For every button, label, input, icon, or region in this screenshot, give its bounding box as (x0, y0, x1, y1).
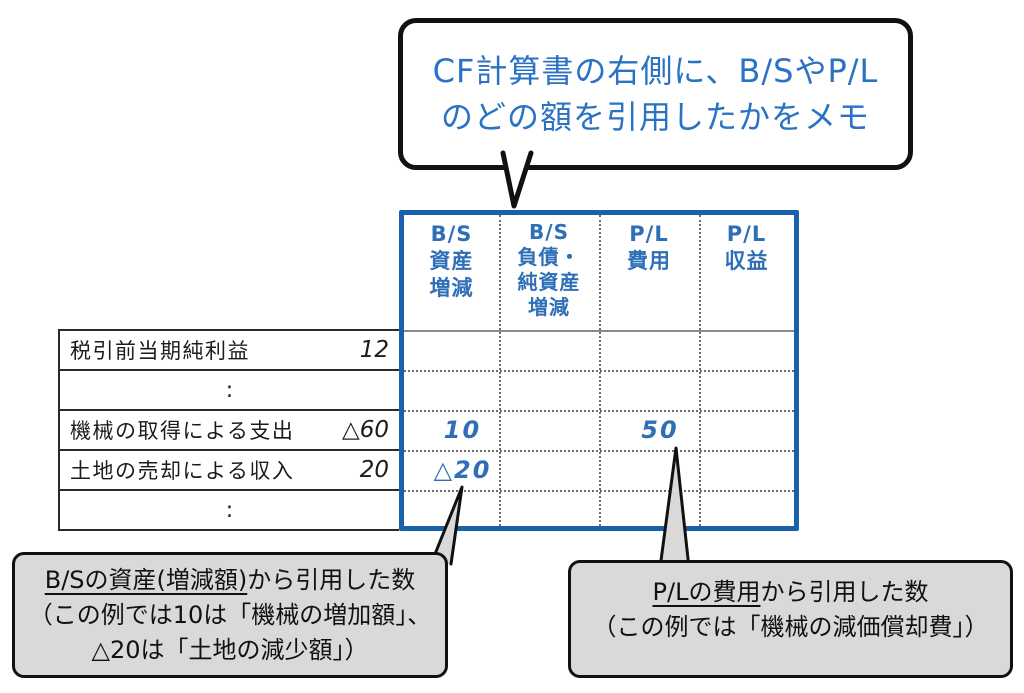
memo-header-divider (404, 330, 794, 332)
memo-cell (699, 410, 794, 450)
memo-header-line: B/S (430, 222, 473, 246)
callout-pl-line-1: P/Lの費用から引用した数 (571, 575, 1010, 610)
memo-header-line: 負債・ (517, 245, 581, 269)
memo-header-line: 増減 (429, 276, 474, 300)
memo-cell (599, 490, 699, 526)
memo-cell (599, 370, 699, 410)
cf-row-value: 12 (359, 337, 389, 363)
memo-table: B/S 資産 増減 B/S 負債・ 純資産 増減 P/L 費用 P/L 収益 (399, 210, 799, 531)
memo-cell (699, 370, 794, 410)
memo-cell (499, 330, 599, 370)
memo-cell (699, 490, 794, 526)
memo-header-bs-liabilities: B/S 負債・ 純資産 増減 (499, 220, 599, 320)
memo-cell-land-decrease: △20 (433, 456, 492, 484)
memo-header-line: 費用 (627, 249, 671, 273)
callout-bs-underlined: B/Sの資産(増減額) (44, 566, 248, 594)
memo-header-line: B/S (529, 220, 569, 244)
memo-cell (699, 450, 794, 490)
callout-bs-rest: から引用した数 (247, 566, 416, 594)
cf-row-ellipsis: : (60, 491, 399, 529)
memo-header-line: 資産 (429, 249, 474, 273)
cf-row-label: : (225, 377, 234, 403)
memo-cell (404, 370, 499, 410)
memo-header-line: P/L (726, 222, 767, 246)
memo-row-divider (404, 450, 794, 452)
memo-cell (699, 330, 794, 370)
memo-cell (499, 410, 599, 450)
memo-row-divider (404, 370, 794, 372)
cf-row-machine-purchase: 機械の取得による支出 △60 (60, 411, 399, 451)
cf-row-label: 機械の取得による支出 (70, 419, 295, 443)
memo-cell (599, 450, 699, 490)
callout-bs-line-3: △20は「土地の減少額」） (91, 636, 369, 664)
memo-cell (404, 490, 499, 526)
memo-row-divider (404, 410, 794, 412)
speech-bubble: CF計算書の右側に、B/SやP/L のどの額を引用したかをメモ (398, 18, 913, 170)
callout-pl-line-2: （この例では「機械の減価償却費」） (592, 613, 989, 641)
callout-bs-note: B/Sの資産(増減額)から引用した数 （この例では10は「機械の増加額」、 △2… (12, 552, 448, 678)
memo-cell (404, 330, 499, 370)
speech-bubble-line-2: のどの額を引用したかをメモ (440, 98, 870, 136)
memo-cell (499, 450, 599, 490)
cf-statement-table: 税引前当期純利益 12 : 機械の取得による支出 △60 土地の売却による収入 … (58, 329, 399, 531)
speech-bubble-line-1: CF計算書の右側に、B/SやP/L (432, 52, 879, 90)
memo-cell (599, 330, 699, 370)
memo-cell (499, 370, 599, 410)
memo-cells: 10 50 △20 (404, 330, 794, 526)
callout-pl-rest: から引用した数 (760, 578, 929, 606)
memo-header-line: P/L (629, 222, 669, 246)
memo-header-pl-expenses: P/L 費用 (599, 221, 699, 275)
memo-cell-machine-increase: 10 (443, 416, 482, 444)
cf-row-pretax-income: 税引前当期純利益 12 (60, 331, 399, 371)
callout-pl-underlined: P/Lの費用 (652, 578, 761, 606)
cf-row-land-sale: 土地の売却による収入 20 (60, 451, 399, 491)
cf-row-value: 20 (359, 457, 389, 483)
cf-row-label: 税引前当期純利益 (70, 339, 250, 363)
cf-row-label: : (225, 497, 234, 523)
cf-row-label: 土地の売却による収入 (70, 459, 295, 483)
callout-bs-line-1: B/Sの資産(増減額)から引用した数 (15, 563, 445, 598)
memo-header-pl-revenue: P/L 収益 (699, 221, 794, 275)
memo-header-bs-assets: B/S 資産 増減 (404, 221, 499, 302)
cf-row-value: △60 (342, 417, 389, 443)
memo-row-divider (404, 490, 794, 492)
memo-cell-depreciation: 50 (641, 416, 679, 444)
callout-bs-line-2: （この例では10は「機械の増加額」、 (28, 601, 432, 629)
memo-header-line: 増減 (528, 295, 570, 319)
cf-row-ellipsis: : (60, 371, 399, 411)
memo-header-line: 収益 (724, 249, 769, 273)
memo-header-line: 純資産 (517, 270, 581, 294)
memo-cell (499, 490, 599, 526)
callout-pl-note: P/Lの費用から引用した数 （この例では「機械の減価償却費」） (568, 560, 1013, 678)
